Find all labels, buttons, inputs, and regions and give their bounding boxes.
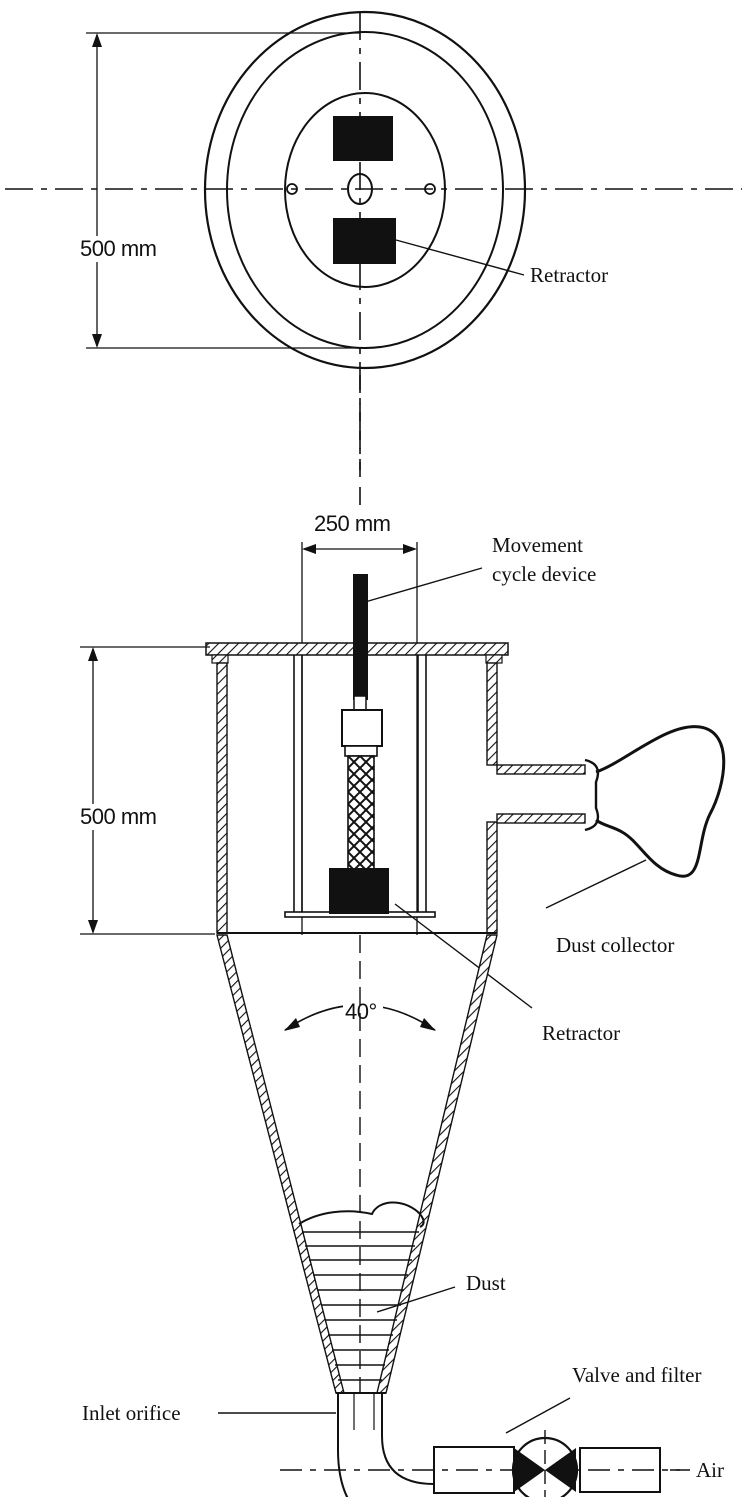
lid-rim-left — [211, 654, 229, 664]
outer-rim-circle — [203, 10, 527, 370]
dust-collector-bag — [595, 725, 726, 878]
valve-filter-leader — [505, 1397, 571, 1434]
dust-collector-label: Dust collector — [556, 933, 674, 957]
air-inlet-pipe — [579, 1447, 661, 1493]
cone-wall-right — [376, 934, 498, 1394]
outlet-pipe-upper — [496, 764, 586, 775]
retractor-block-top — [333, 116, 393, 161]
retractor-top-label: Retractor — [530, 263, 608, 287]
outlet-flange — [584, 758, 600, 832]
bolt-hole-right — [424, 183, 436, 195]
valve-wedge-right — [545, 1448, 576, 1492]
valve-filter-label: Valve and filter — [572, 1363, 701, 1387]
inlet-pipe-inner — [381, 1393, 435, 1485]
top-view: 500 mm Retractor — [5, 10, 742, 470]
side-view: 250 mm Movement cycle device 500 — [78, 511, 726, 1497]
dust-label: Dust — [466, 1271, 506, 1295]
dust-leader — [376, 1286, 456, 1313]
top-dim-label-bg — [78, 236, 178, 262]
top-diameter-label: 500 mm — [80, 236, 156, 261]
retractor-bottom-leader — [394, 903, 533, 1009]
width-arrow-left — [302, 544, 316, 554]
height-label-bg — [78, 804, 178, 830]
braided-webbing — [347, 755, 375, 882]
retractor-bottom-label: Retractor — [542, 1021, 620, 1045]
cone-wall-left — [216, 934, 345, 1394]
chamber-wall-right-upper — [486, 662, 498, 766]
inner-plate-circle — [284, 92, 446, 288]
angle-label-bg — [343, 998, 383, 1024]
valve-assembly: Valve and filter Air — [280, 1363, 724, 1497]
height-arrow-down — [88, 920, 98, 934]
outlet-pipe-lower — [496, 813, 586, 824]
top-dim-arrow-up — [92, 33, 102, 47]
angle-arrow-right — [420, 1018, 436, 1031]
movement-device-label-line2: cycle device — [492, 562, 596, 586]
air-label: Air — [696, 1458, 724, 1482]
width-arrow-right — [403, 544, 417, 554]
center-hole — [347, 173, 373, 205]
inlet-orifice-label: Inlet orifice — [82, 1401, 181, 1425]
chamber-wall-right-lower — [486, 821, 498, 934]
movement-cycle-device-rod — [353, 574, 368, 700]
inlet-pipe-outer — [337, 1393, 349, 1497]
carriage-head — [341, 709, 383, 747]
angle-arrow-left — [284, 1018, 300, 1031]
height-arrow-up — [88, 647, 98, 661]
middle-ring-circle — [226, 31, 504, 349]
retractor-block-bottom — [333, 218, 396, 264]
movement-device-label-line1: Movement — [492, 533, 583, 557]
bolt-hole-left — [286, 183, 298, 195]
valve-wedge-left — [514, 1448, 545, 1492]
retractor-block-side — [329, 868, 389, 914]
rod-joint — [353, 695, 367, 711]
lid-rim-right — [485, 654, 503, 664]
angle-label: 40° — [345, 999, 377, 1024]
movement-device-leader — [364, 567, 483, 603]
width-label-bg — [313, 511, 409, 537]
dust-collector-leader — [545, 859, 647, 909]
dust-pile-top — [298, 1201, 425, 1228]
top-dim-arrow-down — [92, 334, 102, 348]
height-500-label: 500 mm — [80, 804, 156, 829]
chamber-wall-left — [216, 662, 228, 934]
width-250-label: 250 mm — [314, 511, 390, 536]
retractor-top-leader — [395, 239, 525, 276]
carriage-neck — [344, 745, 378, 757]
